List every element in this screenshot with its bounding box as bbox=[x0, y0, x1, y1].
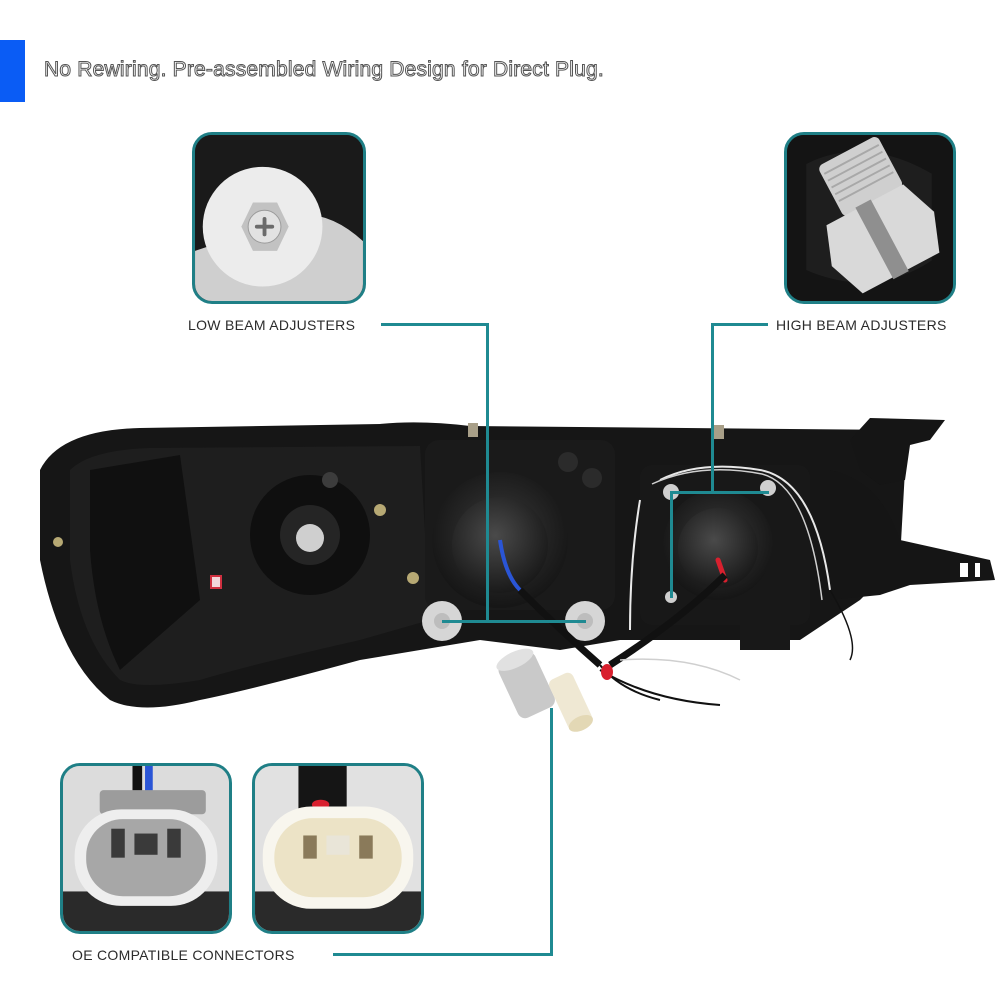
ivory-connector-inset bbox=[252, 763, 424, 934]
low-beam-leader-vertical bbox=[486, 323, 489, 622]
low-beam-leader-bracket bbox=[442, 620, 586, 623]
high-beam-label: HIGH BEAM ADJUSTERS bbox=[776, 317, 947, 333]
high-beam-leader-drop bbox=[670, 491, 673, 598]
ivory-oe-connector-icon bbox=[255, 766, 421, 931]
accent-bar bbox=[0, 40, 25, 102]
connectors-leader-horizontal bbox=[333, 953, 553, 956]
high-beam-adjuster-inset bbox=[784, 132, 956, 304]
phillips-screw-icon bbox=[195, 135, 363, 301]
connectors-label: OE COMPATIBLE CONNECTORS bbox=[72, 947, 295, 963]
gray-connector-inset bbox=[60, 763, 232, 934]
high-beam-leader-horizontal bbox=[712, 323, 768, 326]
slotted-screw-icon bbox=[787, 135, 953, 301]
high-beam-leader-bracket bbox=[671, 491, 769, 494]
high-beam-leader-vertical bbox=[711, 323, 714, 493]
page-headline: No Rewiring. Pre-assembled Wiring Design… bbox=[44, 58, 605, 82]
low-beam-adjuster-inset bbox=[192, 132, 366, 304]
connectors-leader-vertical bbox=[550, 708, 553, 956]
gray-oe-connector-icon bbox=[63, 766, 229, 931]
low-beam-leader-horizontal bbox=[381, 323, 488, 326]
low-beam-label: LOW BEAM ADJUSTERS bbox=[188, 317, 356, 333]
